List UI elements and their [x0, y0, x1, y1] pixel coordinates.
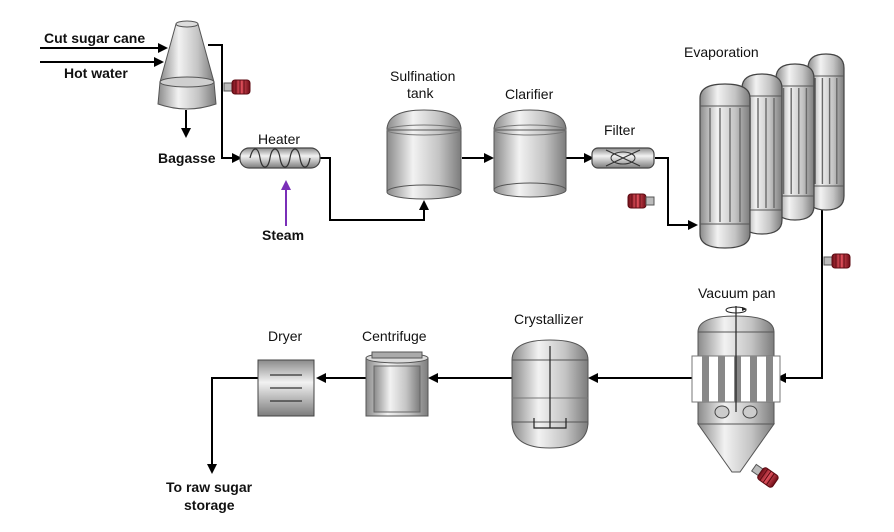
- pipes: [40, 43, 823, 474]
- storage-label-line2: storage: [184, 497, 235, 513]
- heater: [239, 147, 321, 169]
- filter: [591, 147, 655, 169]
- pump-icon: [627, 193, 655, 209]
- filter-label: Filter: [604, 122, 635, 138]
- heater-label: Heater: [258, 131, 300, 147]
- mill-to-heater-pipe: [208, 44, 242, 163]
- dryer-label: Dryer: [268, 328, 303, 344]
- pump-icon: [750, 463, 779, 488]
- sulfination-label-line2: tank: [407, 85, 434, 101]
- labels: Cut sugar cane Hot water Bagasse Heater …: [44, 30, 776, 513]
- vacuum-pan-label: Vacuum pan: [698, 285, 776, 301]
- vacuum-pan: [691, 306, 781, 473]
- storage-label-line1: To raw sugar: [166, 479, 253, 495]
- dryer-to-storage-pipe: [207, 377, 258, 474]
- centrifuge-label: Centrifuge: [362, 328, 427, 344]
- evaporator-body-2: [775, 63, 815, 221]
- steam-label: Steam: [262, 227, 304, 243]
- evaporators: [699, 53, 845, 249]
- evaporator-body-4: [699, 83, 751, 249]
- cut-sugar-cane-label: Cut sugar cane: [44, 30, 145, 46]
- bagasse-label: Bagasse: [158, 150, 216, 166]
- filter-to-evaporator-pipe: [655, 157, 698, 230]
- crystallizer: [511, 339, 589, 449]
- evaporation-label: Evaporation: [684, 44, 759, 60]
- dryer: [257, 359, 315, 417]
- crystallizer-label: Crystallizer: [514, 311, 584, 327]
- stirrer-icon: [725, 306, 747, 314]
- clarifier-label: Clarifier: [505, 86, 554, 102]
- evaporator-to-vacuum-pan-pipe: [776, 208, 823, 383]
- clarifier: [493, 109, 567, 198]
- sulfination-tank: [386, 109, 462, 200]
- pump-icon: [223, 79, 251, 95]
- evaporator-body-1: [807, 53, 845, 211]
- hot-water-label: Hot water: [64, 65, 128, 81]
- cane-mill: [157, 20, 217, 110]
- centrifuge: [365, 351, 429, 417]
- heater-to-sulfination-pipe: [320, 157, 429, 221]
- sulfination-label-line1: Sulfination: [390, 68, 455, 84]
- pump-icon: [823, 253, 851, 269]
